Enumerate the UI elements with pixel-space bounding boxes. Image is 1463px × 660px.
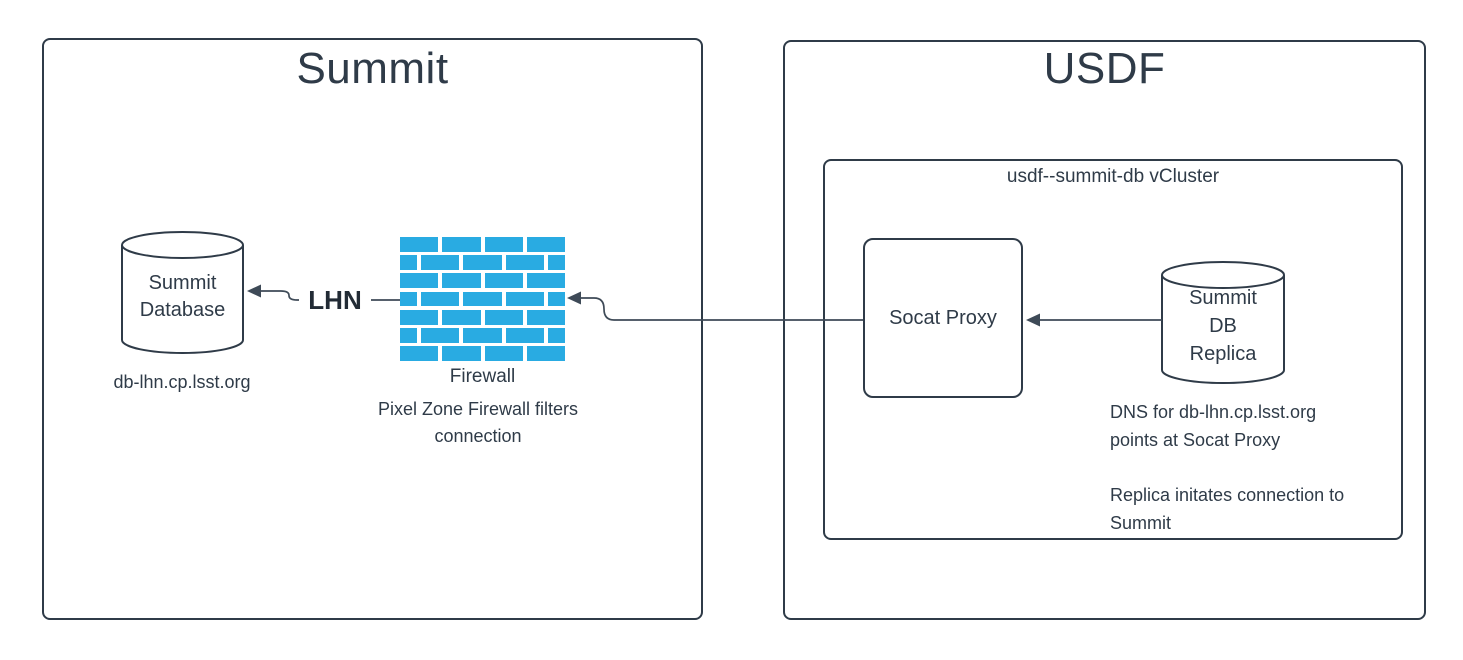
firewall-brick [400, 255, 417, 270]
firewall-brick [484, 273, 523, 289]
firewall-brick-row [400, 291, 565, 307]
firewall-brick-row [400, 346, 565, 361]
firewall-brick [421, 291, 460, 307]
summit-database-label: Summit Database [139, 272, 226, 321]
firewall-brick [526, 309, 565, 325]
firewall-brick-row [400, 255, 565, 270]
firewall-brick-row [400, 237, 565, 252]
firewall-brick [526, 346, 565, 361]
firewall-brick [526, 273, 565, 289]
firewall-brick [463, 291, 502, 307]
firewall-caption: Pixel Zone Firewall filters connection [377, 399, 579, 446]
firewall-brick [526, 237, 565, 252]
firewall-brick-row [400, 327, 565, 343]
firewall-label: Firewall [449, 366, 516, 387]
firewall-brick [400, 346, 439, 361]
firewall-brick [400, 327, 417, 343]
firewall-brick [547, 291, 565, 307]
firewall-brick [400, 273, 439, 289]
firewall-brick [400, 291, 417, 307]
summit-db-replica-label: Summit DB Replica [1189, 287, 1257, 365]
replica-note: Replica initates connection to Summit [1110, 485, 1345, 533]
firewall-brick [505, 291, 544, 307]
socat-proxy-node: Socat Proxy [863, 238, 1023, 398]
firewall-brick [484, 237, 523, 252]
firewall-brick [547, 255, 565, 270]
database-hostname-text: db-lhn.cp.lsst.org [113, 372, 251, 392]
socat-proxy-label: Socat Proxy [889, 306, 997, 329]
firewall-brick [442, 237, 481, 252]
firewall-brick [400, 237, 439, 252]
firewall-brick [442, 309, 481, 325]
firewall-brick [400, 309, 439, 325]
dns-note: DNS for db-lhn.cp.lsst.org points at Soc… [1110, 402, 1317, 450]
firewall-brick [421, 255, 460, 270]
firewall-brick-row [400, 273, 565, 289]
firewall-brick [463, 327, 502, 343]
firewall-brick [463, 255, 502, 270]
usdf-title: USDF [1043, 44, 1166, 93]
firewall-brick [442, 346, 481, 361]
firewall-brick [484, 309, 523, 325]
firewall-brick [547, 327, 565, 343]
firewall-brick [421, 327, 460, 343]
firewall-brick [505, 255, 544, 270]
summit-title: Summit [296, 44, 449, 93]
vcluster-label: usdf--summit-db vCluster [1006, 166, 1220, 187]
firewall-brick [484, 346, 523, 361]
firewall-brick [505, 327, 544, 343]
lhn-link-label: LHN [299, 287, 371, 313]
firewall-brick-row [400, 309, 565, 325]
summit-container [42, 38, 703, 620]
firewall-brick [442, 273, 481, 289]
firewall-icon [400, 237, 565, 361]
